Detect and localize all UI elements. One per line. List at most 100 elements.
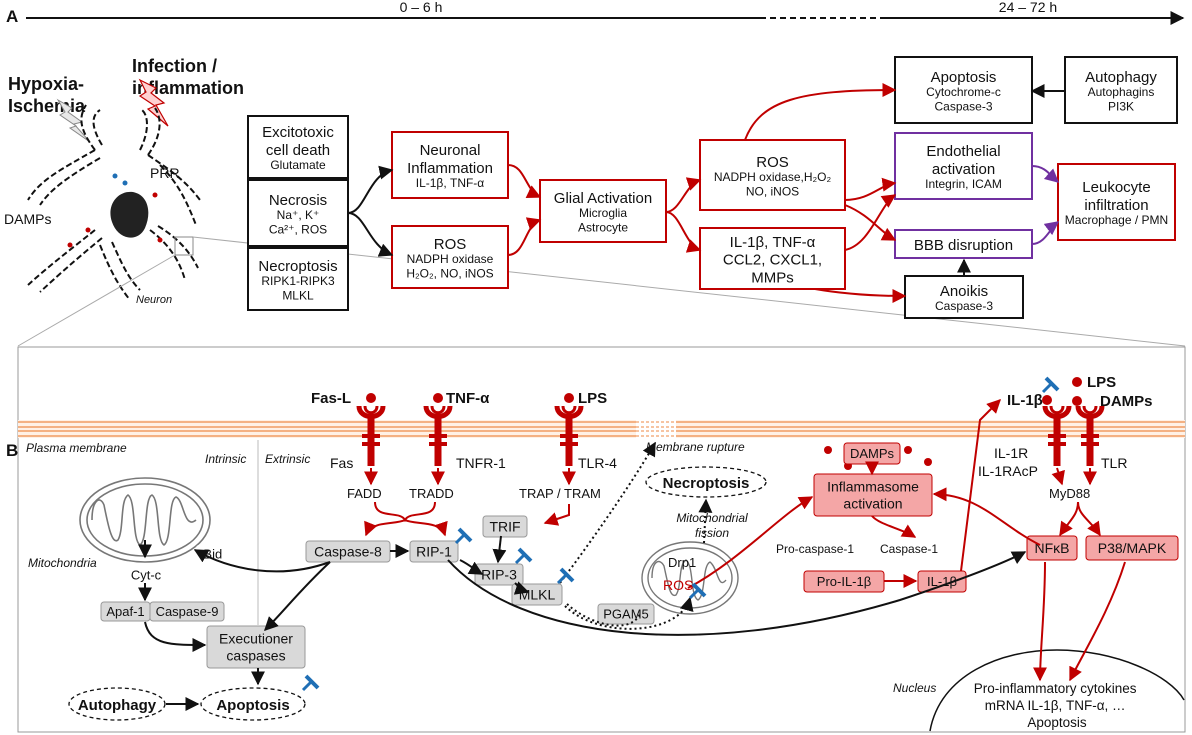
apoptosis-inhibitor-icon — [301, 674, 320, 692]
rip1-inhibitor-icon — [454, 527, 473, 545]
tlr-receptor — [1078, 406, 1102, 466]
box-il1b: IL-1β — [917, 570, 967, 593]
svg-text:Excitotoxic: Excitotoxic — [262, 124, 334, 141]
box-rip3: RIP-3 — [474, 563, 524, 586]
svg-text:Anoikis: Anoikis — [940, 283, 988, 300]
zoom-line — [17, 254, 176, 347]
svg-text:PGAM5: PGAM5 — [603, 607, 649, 622]
lps-label: LPS — [578, 390, 607, 407]
rip3-inhibitor-icon — [514, 547, 533, 565]
svg-text:NADPH oxidase,H₂O₂: NADPH oxidase,H₂O₂ — [714, 170, 832, 184]
svg-text:H₂O₂, NO, iNOS: H₂O₂, NO, iNOS — [406, 266, 493, 280]
il1racp-label: IL-1RAcP — [978, 463, 1038, 479]
svg-text:Autophagins: Autophagins — [1088, 85, 1155, 99]
infection-label: Infection /inflammation — [132, 56, 244, 98]
damps-ligand-label: DAMPs — [1100, 393, 1153, 410]
svg-text:Na⁺, K⁺: Na⁺, K⁺ — [277, 208, 320, 222]
nucleus-text: Pro-inflammatory cytokines mRNA IL-1β, T… — [974, 681, 1141, 730]
svg-text:Cyt-c: Cyt-c — [131, 568, 162, 583]
svg-text:Glutamate: Glutamate — [270, 158, 326, 172]
damp-dot — [112, 173, 118, 179]
prr-label: PRR — [150, 165, 180, 181]
svg-text:activation: activation — [932, 161, 995, 178]
svg-text:CCL2, CXCL1,: CCL2, CXCL1, — [723, 252, 822, 269]
box-cytc: Cyt-c — [122, 566, 170, 584]
panel-a-label: A — [6, 7, 18, 26]
zoom-box — [174, 236, 194, 256]
svg-text:IL-1β, TNF-α: IL-1β, TNF-α — [730, 234, 816, 251]
svg-text:TRIF: TRIF — [489, 518, 520, 534]
fas-label: Fas — [330, 455, 353, 471]
svg-text:ROS: ROS — [756, 154, 789, 171]
svg-text:MLKL: MLKL — [282, 288, 314, 302]
tradd-label: TRADD — [409, 486, 454, 501]
svg-text:Caspase-3: Caspase-3 — [935, 299, 993, 313]
svg-text:Leukocyte: Leukocyte — [1082, 179, 1150, 196]
svg-text:Necrosis: Necrosis — [269, 192, 327, 209]
il1r-receptor — [1045, 406, 1069, 466]
svg-text:Caspase-3: Caspase-3 — [934, 99, 992, 113]
apoptosis-label: Apoptosis — [216, 697, 289, 714]
membrane-rupture-gap — [636, 419, 676, 439]
plasma-membrane-label: Plasma membrane — [26, 441, 127, 455]
svg-text:Executioner: Executioner — [219, 631, 293, 647]
fasl-label: Fas-L — [311, 390, 351, 407]
svg-text:Glial Activation: Glial Activation — [554, 190, 652, 207]
svg-text:DAMPs: DAMPs — [850, 446, 895, 461]
svg-text:IL-1β: IL-1β — [927, 574, 957, 589]
autophagy-label: Autophagy — [78, 697, 157, 714]
damp-dot — [67, 242, 73, 248]
damp-dot — [157, 237, 163, 243]
panel-b-arrows — [138, 399, 1126, 711]
trap-label: TRAP / TRAM — [519, 486, 601, 501]
box-pro-il1b: Pro-IL-1β — [803, 570, 885, 593]
lps2-label: LPS — [1087, 374, 1116, 391]
damps-label: DAMPs — [4, 211, 51, 227]
hypoxia-label: Hypoxia-Ischemia — [8, 74, 86, 116]
svg-text:Inflammasome: Inflammasome — [827, 479, 919, 495]
timeline-label-late: 24 – 72 h — [999, 0, 1057, 15]
lightning-red-icon — [138, 78, 169, 127]
intrinsic-label: Intrinsic — [205, 452, 246, 466]
box-caspase9: Caspase-9 — [149, 601, 225, 622]
box-rip1: RIP-1 — [409, 540, 459, 563]
ros-label: ROS — [663, 577, 693, 593]
svg-text:IL-1β, TNF-α: IL-1β, TNF-α — [416, 176, 485, 190]
necroptosis-ellipse — [645, 466, 767, 498]
box-trif: TRIF — [482, 515, 528, 538]
svg-text:P38/MAPK: P38/MAPK — [1098, 540, 1167, 556]
tnfa-label: TNF-α — [446, 390, 490, 407]
svg-text:PI3K: PI3K — [1108, 99, 1134, 113]
svg-text:Pro-IL-1β: Pro-IL-1β — [817, 574, 871, 589]
svg-text:infiltration: infiltration — [1084, 197, 1148, 214]
svg-text:RIP-3: RIP-3 — [481, 566, 517, 582]
svg-text:cell death: cell death — [266, 142, 330, 159]
tnfr1-label: TNFR-1 — [456, 455, 506, 471]
box-p38-mapk: P38/MAPK — [1085, 535, 1179, 561]
tlr-label: TLR — [1101, 455, 1127, 471]
mlkl-inhibitor-icon — [556, 567, 575, 585]
svg-text:RIP-1: RIP-1 — [416, 543, 452, 559]
svg-text:MLKL: MLKL — [519, 586, 556, 602]
svg-text:Endothelial: Endothelial — [926, 143, 1000, 160]
svg-text:Caspase-8: Caspase-8 — [314, 543, 382, 559]
svg-text:Astrocyte: Astrocyte — [578, 220, 628, 234]
svg-text:NO, iNOS: NO, iNOS — [746, 184, 799, 198]
fadd-label: FADD — [347, 486, 382, 501]
svg-text:RIPK1-RIPK3: RIPK1-RIPK3 — [261, 274, 335, 288]
